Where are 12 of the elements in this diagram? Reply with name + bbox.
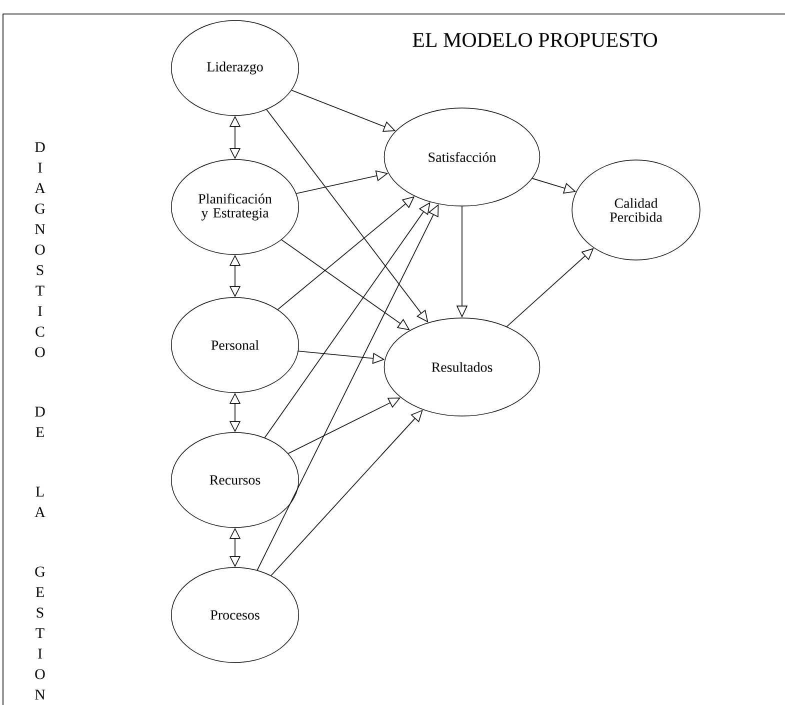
ellipse-node: Recursos <box>171 432 299 528</box>
ellipse-node: Procesos <box>171 567 299 663</box>
ellipse-node: Planificación y Estrategia <box>171 159 299 255</box>
ellipse-node: Calidad Percibida <box>572 160 700 260</box>
title: EL MODELO PROPUESTO <box>412 32 658 48</box>
arrow <box>506 248 594 327</box>
arrow <box>266 109 428 322</box>
ellipse-node: Resultados <box>384 318 540 416</box>
vertical-label: DIAGNOSTICO DE LA GESTION <box>34 142 46 700</box>
ellipse-node: Personal <box>171 297 299 393</box>
ellipse-node: Satisfacción <box>384 108 540 206</box>
ellipse-node: Liderazgo <box>171 20 299 116</box>
